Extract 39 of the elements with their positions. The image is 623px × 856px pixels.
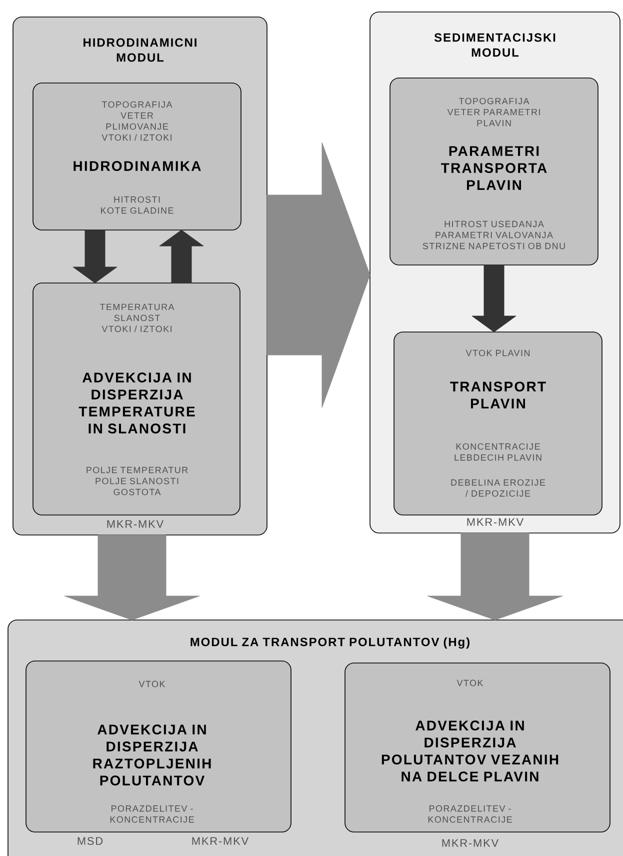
process-title: TRANSPORT PLAVIN	[450, 382, 546, 408]
panel-title: HIDRODINAMICNI MODUL	[84, 38, 196, 62]
parameter-list: TEMPERATURA SLANOST VTOKI / IZTOKI	[100, 304, 174, 332]
process-title: ADVEKCIJA IN DISPERZIJA TEMPERATURE IN SLANOSTI	[78, 372, 195, 434]
block-arrow	[72, 230, 118, 284]
panel-title: SEDIMENTACIJSKI MODUL	[434, 33, 556, 57]
process-box	[32, 282, 240, 516]
method-label: MKR-MKV	[107, 520, 164, 528]
process-title: ADVEKCIJA IN DISPERZIJA POLUTANTOV VEZANIH NA DELCE PLAVIN	[382, 720, 558, 782]
process-title: PARAMETRI TRANSPORTA PLAVIN	[441, 146, 547, 190]
block-arrow	[427, 532, 563, 620]
parameter-list: PORAZDELITEV - KONCENTRACIJE	[110, 805, 194, 823]
parameter-list: PORAZDELITEV - KONCENTRACIJE	[428, 805, 512, 823]
process-title: ADVEKCIJA IN DISPERZIJA RAZTOPLJENIH POLUTANTOV	[93, 724, 211, 786]
parameter-list: TOPOGRAFIJA VETER PLIMOVANJE VTOKI / IZTOKI	[102, 101, 172, 141]
process-box	[390, 78, 598, 266]
block-arrow	[159, 230, 204, 284]
process-box	[394, 332, 602, 516]
parameter-list: HITROST USEDANJA PARAMETRI VALOVANJA STRIZNE NAPETOSTI OB DNU	[422, 220, 565, 250]
process-box	[26, 660, 292, 832]
process-box	[32, 82, 242, 230]
parameter-list: TOPOGRAFIJA VETER PARAMETRI PLAVIN	[447, 98, 540, 126]
parameter-list: POLJE TEMPERATUR POLJE SLANOSTI GOSTOTA	[86, 466, 188, 496]
parameter-list: DEBELINA EROZIJE / DEPOZICIJE	[451, 479, 546, 497]
method-label: MKR-MKV	[192, 837, 249, 845]
method-label: MSD	[78, 837, 103, 845]
block-arrow	[472, 264, 516, 332]
parameter-list: KONCENTRACIJE LEBDECIH PLAVIN	[454, 443, 542, 461]
process-title: HIDRODINAMIKA	[74, 161, 201, 171]
parameter-list: HITROSTI KOTE GLADINE	[101, 196, 174, 214]
method-label: MKR-MKV	[467, 518, 524, 526]
parameter-list: VTOK	[456, 680, 484, 686]
process-box	[344, 662, 610, 832]
parameter-list: VTOK	[138, 680, 166, 688]
method-label: MKR-MKV	[442, 839, 499, 847]
panel-title: MODUL ZA TRANSPORT POLUTANTOV (Hg)	[190, 637, 470, 649]
block-arrow	[64, 534, 200, 620]
parameter-list: VTOK PLAVIN	[466, 350, 530, 356]
block-arrow	[266, 142, 370, 408]
